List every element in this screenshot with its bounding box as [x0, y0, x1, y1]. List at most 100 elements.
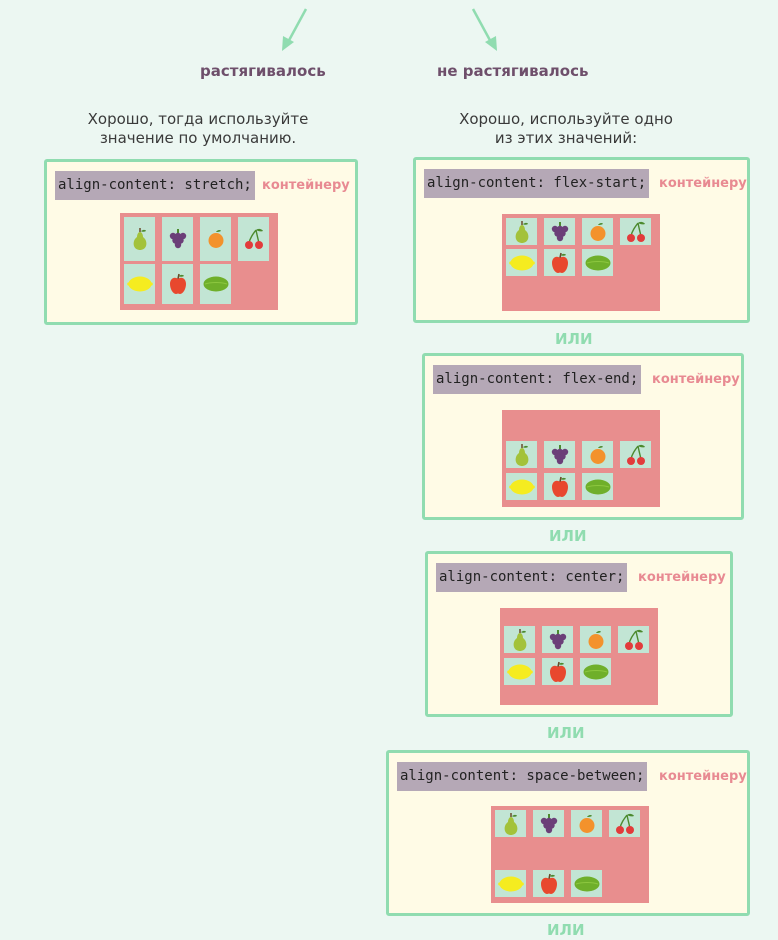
grapes-tile — [542, 626, 573, 653]
lime-tile — [200, 264, 231, 304]
apple-tile — [544, 249, 575, 276]
pear-tile — [506, 218, 537, 245]
orange-icon — [579, 814, 594, 833]
container-suffix: контейнеру — [638, 570, 726, 585]
grapes-icon — [551, 444, 568, 464]
lime-tile — [580, 658, 611, 685]
lime-icon — [583, 664, 608, 679]
grapes-tile — [544, 218, 575, 245]
apple-icon — [551, 252, 568, 273]
orange-icon — [588, 630, 603, 649]
right-description-line2: из этих значений: — [494, 129, 638, 147]
code-snippet: align-content: space-between; — [397, 762, 648, 791]
grapes-icon — [551, 221, 568, 241]
lime-tile — [582, 249, 613, 276]
orange-icon — [590, 445, 605, 464]
lime-icon — [574, 876, 599, 891]
container-suffix: контейнеру — [659, 176, 747, 191]
apple-tile — [533, 870, 564, 897]
lime-tile — [571, 870, 602, 897]
orange-icon — [590, 222, 605, 241]
arrow-right-icon — [471, 8, 497, 51]
pear-tile — [506, 441, 537, 468]
cherries-tile — [620, 441, 651, 468]
left-heading: растягивалось — [200, 62, 326, 80]
cherries-icon — [626, 221, 645, 242]
panel-flex-end: align-content: flex-end; контейнеру — [422, 353, 744, 520]
code-snippet: align-content: flex-end; — [433, 365, 642, 394]
cherries-icon — [615, 813, 634, 834]
separator-label: ИЛИ — [549, 527, 587, 545]
pear-icon — [504, 812, 517, 835]
panel-flex-start: align-content: flex-start; контейнеру — [413, 157, 750, 323]
orange-icon — [208, 230, 223, 248]
cherries-icon — [626, 444, 645, 465]
grapes-tile — [162, 217, 193, 261]
grapes-icon — [549, 629, 566, 649]
code-snippet: align-content: center; — [436, 563, 628, 592]
flex-container — [502, 214, 660, 311]
lime-tile — [582, 473, 613, 500]
right-heading: не растягивалось — [437, 62, 589, 80]
lemon-icon — [497, 876, 524, 891]
arrow-left-icon — [282, 8, 308, 51]
flex-container — [502, 410, 660, 507]
code-snippet: align-content: flex-start; — [424, 169, 650, 198]
right-description: Хорошо, используйте одно из этих значени… — [428, 110, 704, 148]
lime-icon — [585, 479, 610, 494]
pear-icon — [133, 228, 146, 250]
apple-icon — [540, 873, 557, 894]
separator-label: ИЛИ — [547, 724, 585, 742]
apple-icon — [169, 273, 186, 294]
pear-tile — [504, 626, 535, 653]
pear-tile — [495, 810, 526, 837]
orange-tile — [571, 810, 602, 837]
apple-tile — [542, 658, 573, 685]
pear-tile — [124, 217, 155, 261]
pear-icon — [513, 628, 526, 651]
code-snippet: align-content: stretch; — [55, 171, 255, 200]
flex-container — [500, 608, 658, 705]
lime-icon — [203, 276, 228, 292]
panel-center: align-content: center; контейнеру — [425, 551, 733, 717]
cherries-tile — [609, 810, 640, 837]
left-description-line2: значение по умолчанию. — [99, 129, 297, 147]
apple-tile — [162, 264, 193, 304]
separator-label: ИЛИ — [555, 330, 593, 348]
right-description-line1: Хорошо, используйте одно — [459, 110, 673, 128]
apple-icon — [551, 476, 568, 497]
orange-tile — [582, 441, 613, 468]
lemon-tile — [506, 473, 537, 500]
left-description: Хорошо, тогда используйте значение по ум… — [60, 110, 336, 148]
grapes-tile — [533, 810, 564, 837]
orange-tile — [580, 626, 611, 653]
orange-tile — [582, 218, 613, 245]
lemon-tile — [495, 870, 526, 897]
cherries-icon — [624, 629, 643, 650]
grapes-tile — [544, 441, 575, 468]
lemon-icon — [506, 664, 533, 679]
pear-icon — [515, 220, 528, 243]
left-description-line1: Хорошо, тогда используйте — [87, 110, 309, 128]
cherries-icon — [244, 228, 263, 249]
panel-stretch: align-content: stretch; контейнеру — [44, 159, 358, 325]
lemon-icon — [126, 276, 153, 292]
separator-label: ИЛИ — [547, 921, 585, 939]
grapes-icon — [540, 813, 557, 833]
apple-tile — [544, 473, 575, 500]
flex-container — [120, 213, 278, 310]
flex-container — [491, 806, 649, 903]
cherries-tile — [238, 217, 269, 261]
container-suffix: контейнеру — [659, 769, 747, 784]
container-suffix: контейнеру — [652, 372, 740, 387]
lemon-tile — [506, 249, 537, 276]
cherries-tile — [618, 626, 649, 653]
lemon-tile — [124, 264, 155, 304]
container-suffix: контейнеру — [262, 178, 350, 193]
lemon-icon — [508, 255, 535, 270]
grapes-icon — [169, 229, 186, 249]
lemon-tile — [504, 658, 535, 685]
orange-tile — [200, 217, 231, 261]
pear-icon — [515, 443, 528, 466]
apple-icon — [549, 661, 566, 682]
